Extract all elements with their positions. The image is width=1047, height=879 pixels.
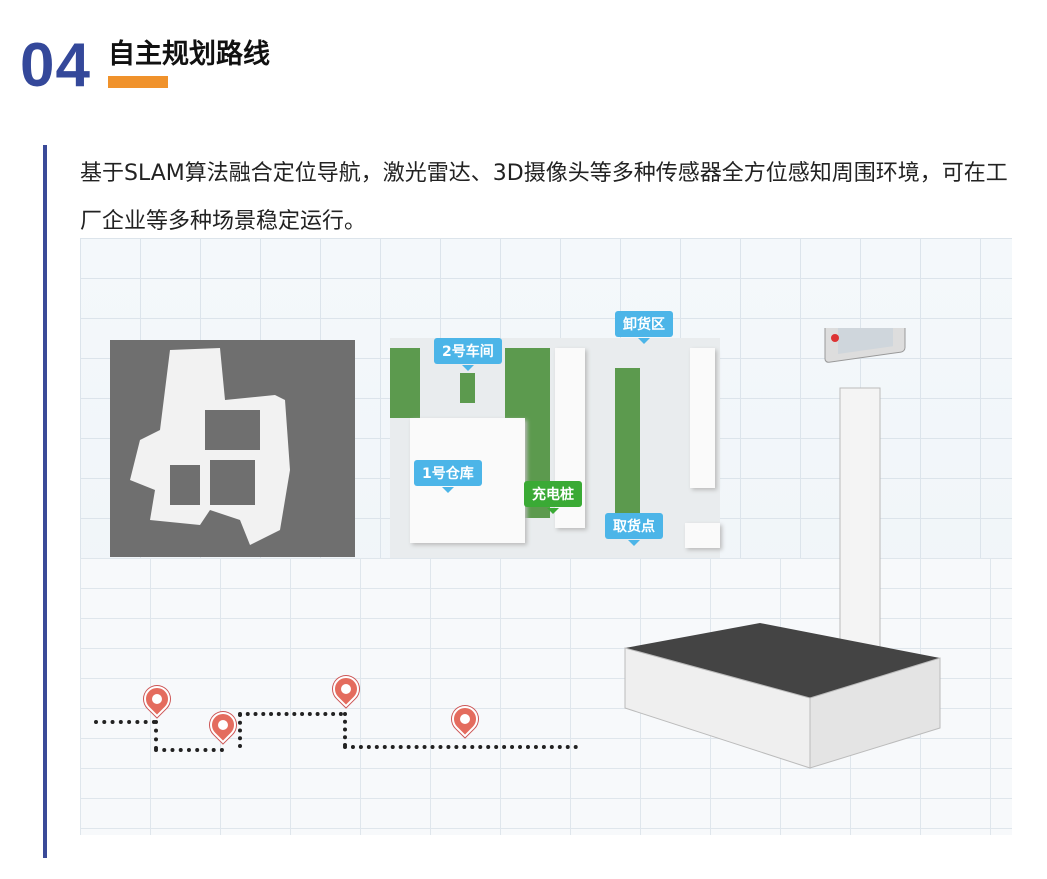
slam-scan-shape [130,348,290,545]
illustration: 2号车间 卸货区 1号仓库 充电桩 取货点 [80,238,1012,835]
section-title: 自主规划路线 [108,39,270,70]
quote-bar [43,145,47,858]
label-unloading: 卸货区 [615,311,673,344]
green-zone [390,348,420,418]
robot [624,328,941,769]
green-zone [615,368,640,538]
label-pickup: 取货点 [605,513,663,546]
label-charging: 充电桩 [524,481,582,514]
green-zone [460,373,475,403]
factory-map [390,338,720,558]
label-warehouse1: 1号仓库 [414,460,482,493]
section-number: 04 [20,31,91,100]
slam-map [110,340,355,557]
description-text: 基于SLAM算法融合定位导航，激光雷达、3D摄像头等多种传感器全方位感知周围环境… [80,161,1008,234]
wall-block [690,348,715,488]
label-workshop2: 2号车间 [434,338,502,371]
title-underline [108,76,168,88]
wall-block [685,523,720,548]
